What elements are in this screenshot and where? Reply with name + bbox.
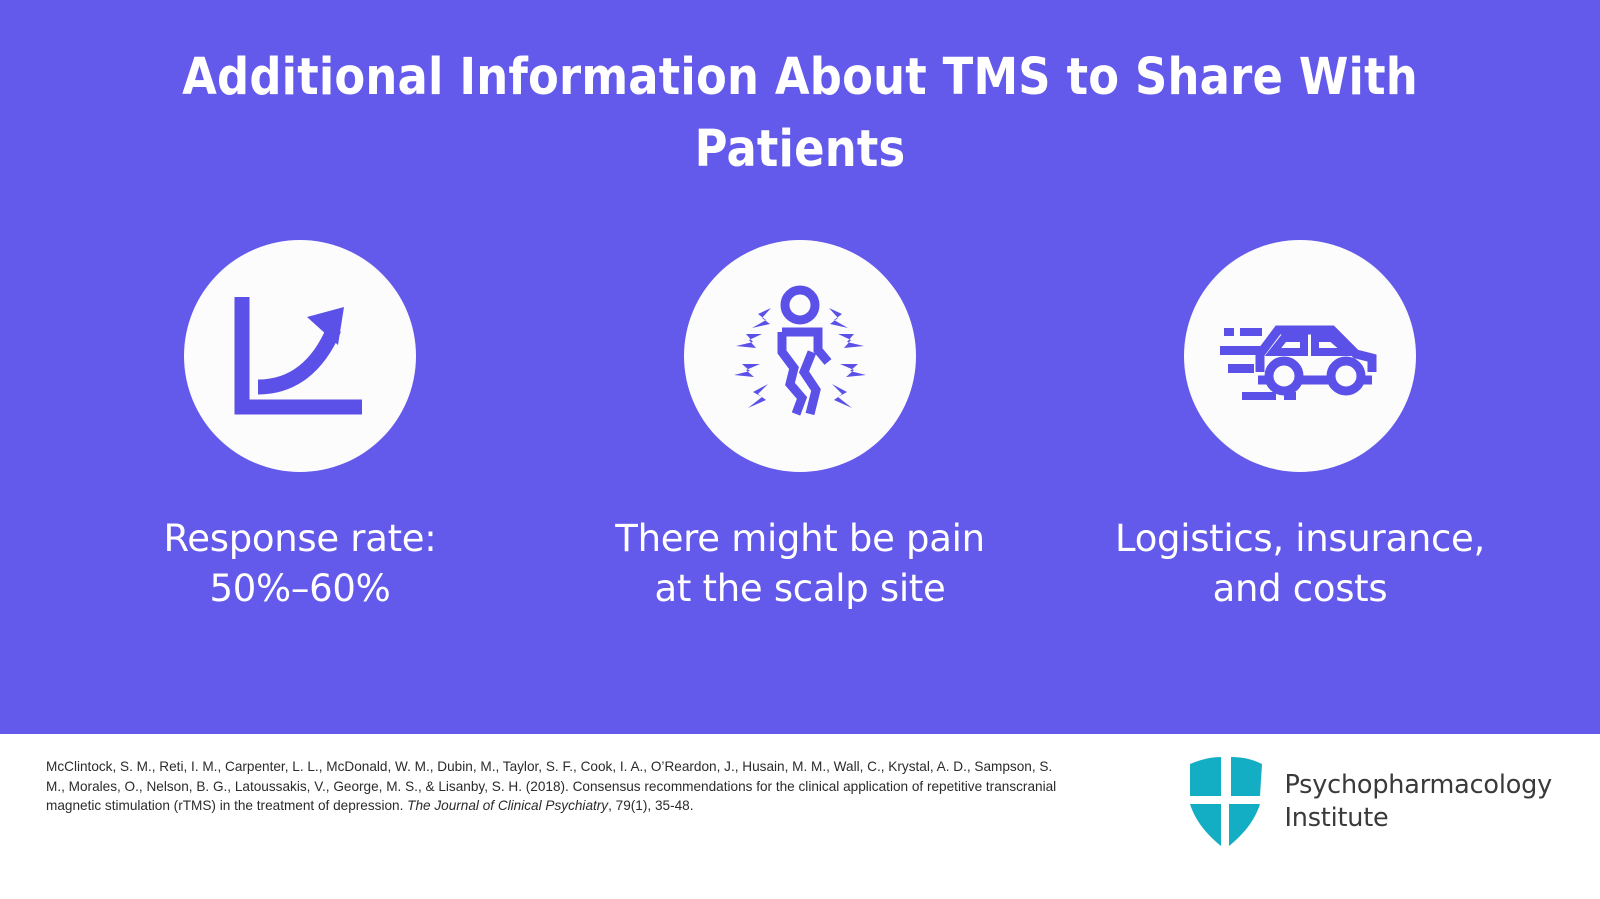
citation-text: McClintock, S. M., Reti, I. M., Carpente… bbox=[46, 757, 1066, 816]
info-card-caption: There might be pain at the scalp site bbox=[615, 517, 985, 610]
brand-name-text: Psychopharmacology Institute bbox=[1284, 770, 1552, 833]
psychopharmacology-institute-shield-logo-icon bbox=[1190, 757, 1263, 846]
growth-chart-arrow-icon bbox=[234, 297, 362, 415]
icon-circle bbox=[684, 240, 916, 472]
info-card-response-rate: Response rate: 50%–60% bbox=[50, 240, 550, 614]
info-card-row: Response rate: 50%–60% bbox=[0, 240, 1600, 614]
citation-main: McClintock, S. M., Reti, I. M., Carpente… bbox=[46, 759, 1057, 813]
person-in-pain-icon bbox=[734, 285, 866, 416]
info-card-caption: Response rate: 50%–60% bbox=[163, 517, 437, 610]
info-card-scalp-pain: There might be pain at the scalp site bbox=[550, 240, 1050, 614]
footer-bar: McClintock, S. M., Reti, I. M., Carpente… bbox=[0, 734, 1600, 899]
citation-volume-pages: , 79(1), 35-48. bbox=[608, 798, 694, 813]
icon-circle bbox=[184, 240, 416, 472]
brand-lockup: Psychopharmacology Institute bbox=[1188, 756, 1552, 848]
page-title: Additional Information About TMS to Shar… bbox=[182, 48, 1418, 179]
car-with-speed-lines-icon bbox=[1220, 325, 1377, 400]
icon-circle bbox=[1184, 240, 1416, 472]
info-card-caption: Logistics, insurance, and costs bbox=[1115, 517, 1485, 610]
citation-journal-title: The Journal of Clinical Psychiatry bbox=[407, 798, 609, 813]
info-card-logistics: Logistics, insurance, and costs bbox=[1050, 240, 1550, 614]
